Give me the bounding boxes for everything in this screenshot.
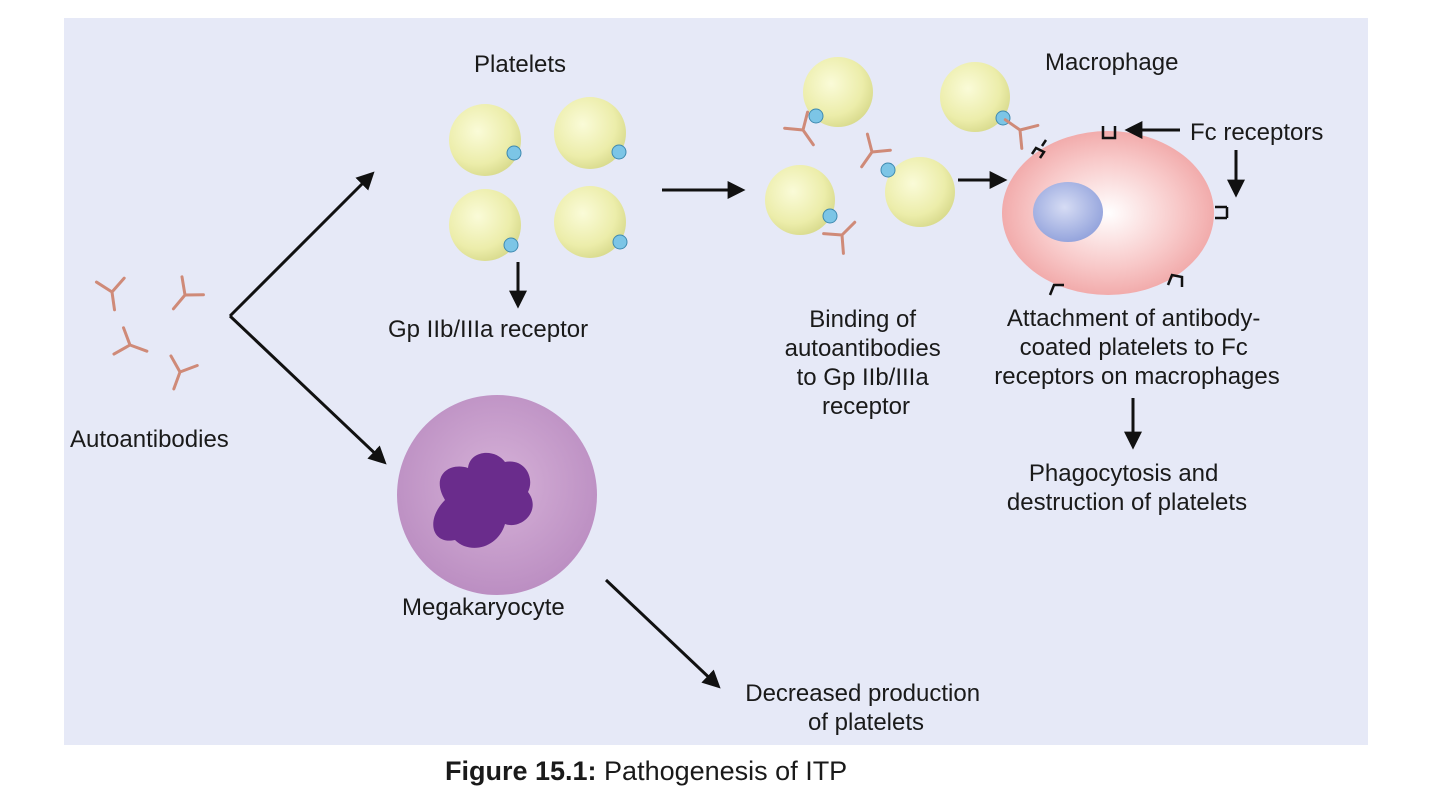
arrow-to-decreased bbox=[604, 578, 721, 689]
megakaryocyte-label: Megakaryocyte bbox=[402, 594, 565, 621]
phagocytosis-line-2: destruction of platelets bbox=[1007, 489, 1247, 516]
fc-receptor-symbol bbox=[1101, 126, 1117, 140]
attachment-label: Attachment of antibody- coated platelets… bbox=[994, 305, 1280, 390]
arrow-to-megakaryocyte bbox=[228, 314, 387, 465]
decreased-line-2: of platelets bbox=[808, 709, 924, 736]
binding-line-3: to Gp IIb/IIIa bbox=[797, 364, 930, 391]
decreased-line-1: Decreased production bbox=[745, 680, 980, 707]
megakaryocyte-cell bbox=[397, 395, 597, 595]
macrophage-cell bbox=[1002, 131, 1229, 296]
attachment-line-3: receptors on macrophages bbox=[994, 363, 1280, 390]
binding-line-4: receptor bbox=[822, 393, 910, 420]
macrophage-label: Macrophage bbox=[1045, 49, 1178, 76]
attachment-line-1: Attachment of antibody- bbox=[1007, 305, 1260, 332]
platelet-group bbox=[449, 97, 628, 261]
gp-receptor-label: Gp IIb/IIIa receptor bbox=[388, 316, 588, 343]
binding-line-2: autoantibodies bbox=[785, 335, 941, 362]
fc-receptors-label: Fc receptors bbox=[1190, 119, 1323, 146]
figure-title: Pathogenesis of ITP bbox=[597, 756, 848, 786]
phagocytosis-label: Phagocytosis and destruction of platelet… bbox=[1007, 460, 1247, 516]
attachment-line-2: coated platelets to Fc bbox=[1020, 334, 1248, 361]
antibody-coated-platelets bbox=[765, 57, 1040, 255]
platelets-label: Platelets bbox=[474, 51, 566, 78]
phagocytosis-line-1: Phagocytosis and bbox=[1029, 460, 1218, 487]
binding-line-1: Binding of bbox=[809, 306, 916, 333]
macrophage-nucleus bbox=[1033, 182, 1103, 242]
figure-caption: Figure 15.1: Pathogenesis of ITP bbox=[445, 756, 847, 786]
megakaryocyte-nucleus bbox=[433, 452, 533, 548]
binding-label: Binding of autoantibodies to Gp IIb/IIIa… bbox=[785, 306, 948, 420]
arrow-to-platelets bbox=[228, 171, 375, 318]
decreased-production-label: Decreased production of platelets bbox=[745, 680, 986, 736]
figure-number: Figure 15.1: bbox=[445, 756, 597, 786]
autoantibodies-label: Autoantibodies bbox=[70, 426, 229, 453]
